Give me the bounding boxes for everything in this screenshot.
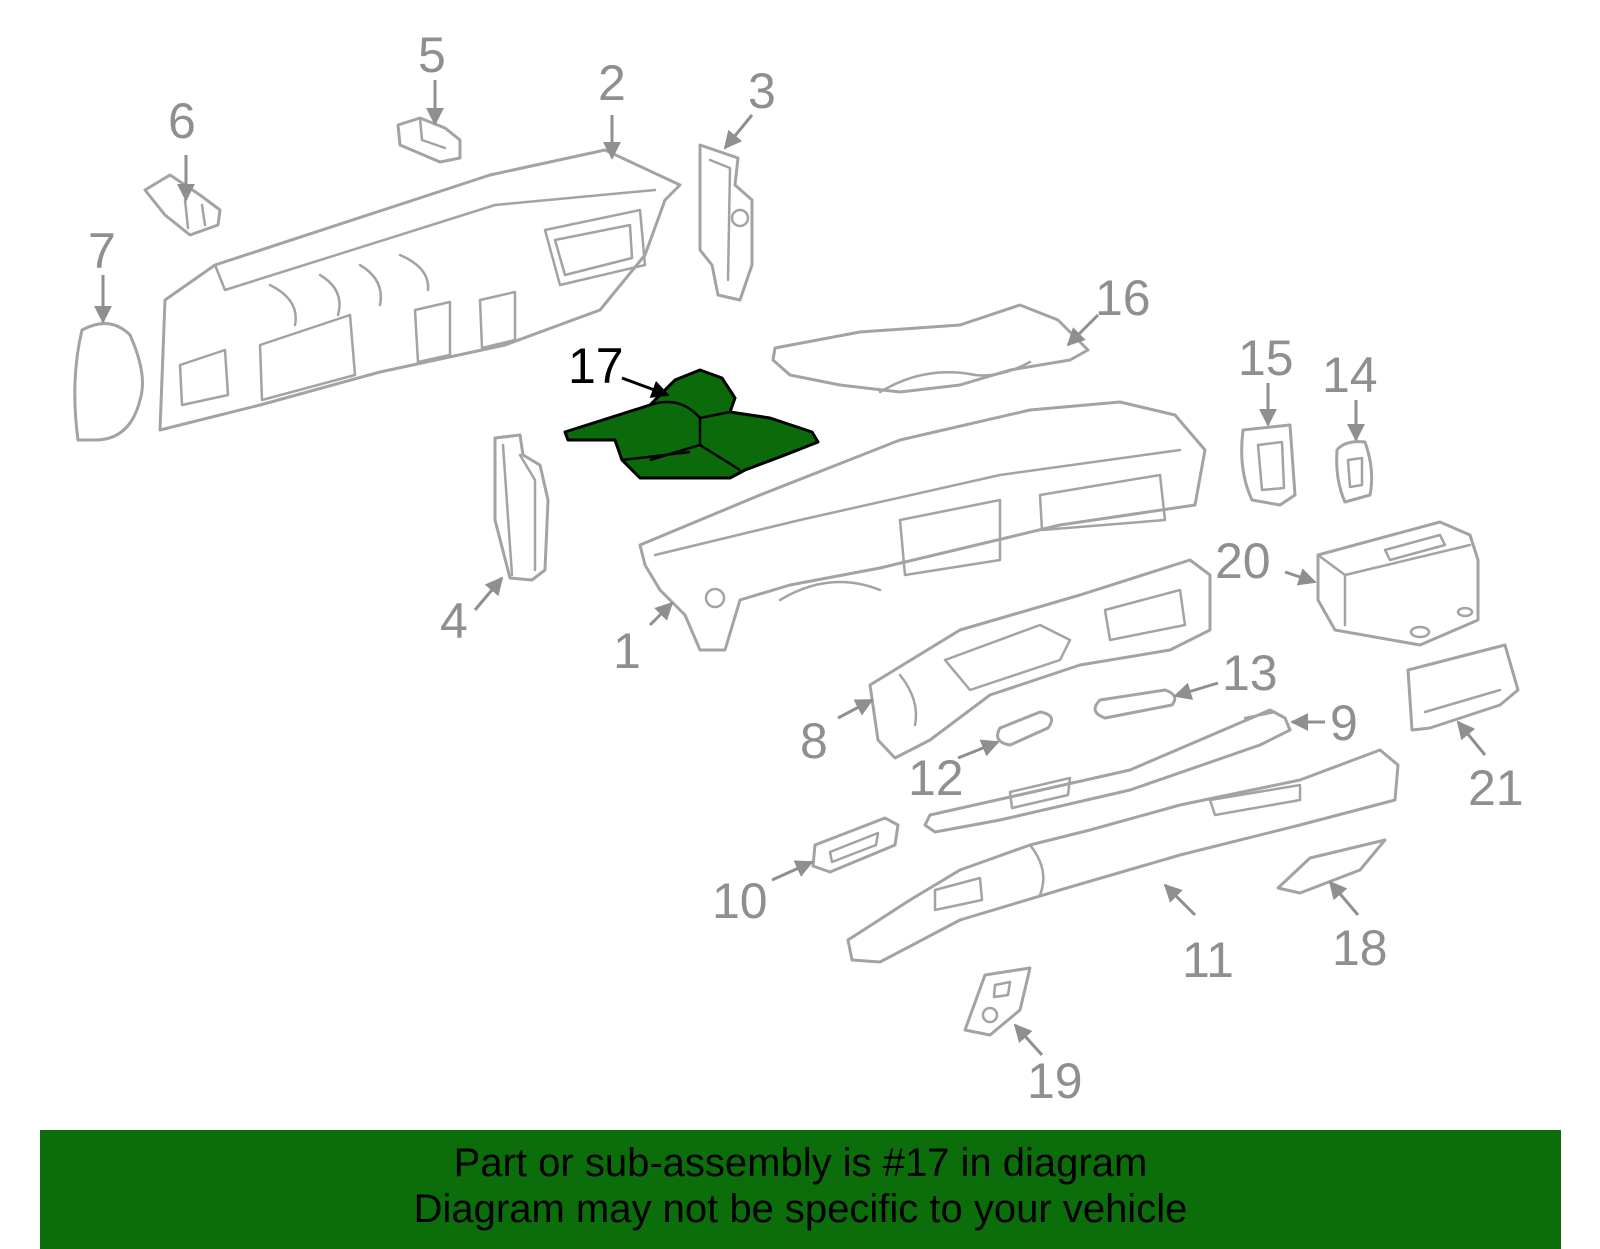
- callout-16: 16: [1095, 270, 1151, 326]
- parts-diagram: 1 2 3 4 5 6 7 8 9 10 11 12 13 14 15 16 1…: [73, 27, 1524, 1109]
- callout-labels: 1 2 3 4 5 6 7 8 9 10 11 12 13 14 15 16 1…: [88, 27, 1524, 1109]
- leader-1: [648, 601, 674, 627]
- leader-lines: [94, 80, 1487, 1057]
- part-11-lower-trim: [846, 748, 1400, 964]
- part-18-filler-panel: [1276, 838, 1387, 895]
- banner-line-part-number: Part or sub-assembly is #17 in diagram: [453, 1141, 1148, 1185]
- part-21-glove-box-door: [1406, 643, 1520, 732]
- callout-13: 13: [1222, 645, 1278, 701]
- leader-10: [771, 860, 814, 882]
- callout-5: 5: [418, 27, 446, 83]
- callout-10: 10: [712, 873, 768, 929]
- callout-4: 4: [440, 593, 468, 649]
- info-banner: Part or sub-assembly is #17 in diagram D…: [40, 1130, 1561, 1249]
- callout-8: 8: [800, 713, 828, 769]
- part-19-switch-housing: [963, 966, 1032, 1037]
- leader-20: [1284, 568, 1317, 586]
- part-16-top-pad: [771, 303, 1090, 394]
- callout-2: 2: [598, 55, 626, 111]
- part-12-vent: [996, 710, 1054, 747]
- leader-13: [1173, 681, 1219, 700]
- callout-15: 15: [1238, 330, 1294, 386]
- part-5-clip: [396, 116, 462, 164]
- callout-17: 17: [568, 338, 624, 394]
- part-17-highlighted-duct: [563, 368, 820, 480]
- callout-9: 9: [1330, 695, 1358, 751]
- callout-7: 7: [88, 223, 116, 279]
- callout-21: 21: [1468, 760, 1524, 816]
- callout-18: 18: [1332, 920, 1388, 976]
- callout-19: 19: [1027, 1053, 1083, 1109]
- leader-12: [957, 739, 1000, 760]
- leader-18: [1328, 880, 1360, 916]
- part-10-switch-panel: [811, 816, 900, 874]
- part-13-vent: [1093, 688, 1177, 720]
- leader-19: [1013, 1023, 1044, 1057]
- part-6-bracket-clip: [143, 173, 222, 237]
- part-1-instrument-panel: [638, 400, 1207, 652]
- callout-12: 12: [908, 750, 964, 806]
- leader-17: [621, 376, 670, 398]
- leader-21: [1456, 720, 1487, 756]
- callout-20: 20: [1215, 533, 1271, 589]
- part-20-glove-box: [1316, 520, 1480, 647]
- part-15-switch-bezel: [1240, 423, 1297, 507]
- part-4-side-bracket: [493, 433, 550, 582]
- leader-3: [723, 114, 754, 150]
- leader-11: [1163, 883, 1197, 917]
- part-14-switch: [1335, 440, 1374, 504]
- part-7-end-cap: [73, 322, 144, 442]
- callout-11: 11: [1182, 932, 1234, 988]
- part-3-side-bracket: [698, 143, 754, 302]
- part-9-trim-strip: [923, 708, 1292, 834]
- part-8-cluster-bezel: [868, 558, 1212, 760]
- callout-3: 3: [748, 63, 776, 119]
- leader-4: [473, 576, 504, 611]
- leader-8: [837, 698, 874, 720]
- leader-16: [1066, 313, 1100, 347]
- part-2-dash-frame: [158, 148, 682, 432]
- callout-14: 14: [1322, 347, 1378, 403]
- banner-line-disclaimer: Diagram may not be specific to your vehi…: [413, 1187, 1188, 1231]
- callout-1: 1: [613, 623, 641, 679]
- callout-6: 6: [168, 93, 196, 149]
